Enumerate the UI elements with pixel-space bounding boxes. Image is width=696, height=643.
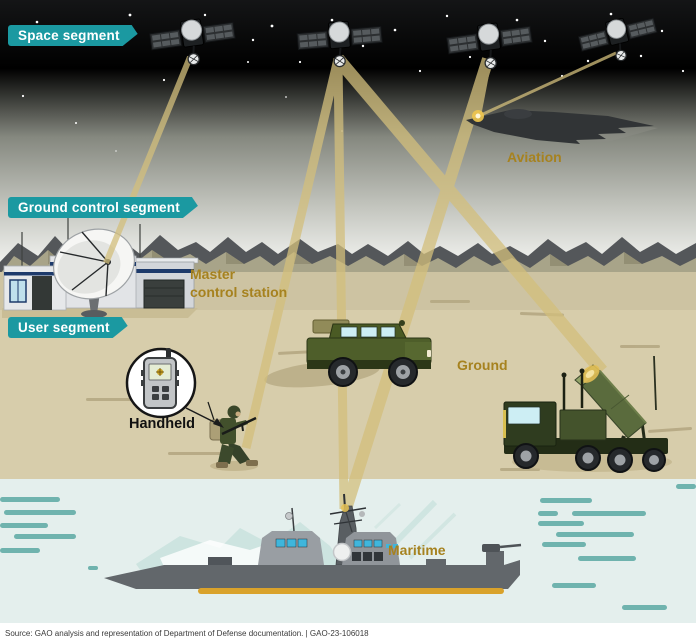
source-text: Source: GAO analysis and representation …	[5, 629, 369, 638]
soldier-icon	[207, 401, 258, 471]
banner-user-segment-label: User segment	[18, 320, 110, 335]
signal-glints	[341, 110, 484, 512]
satellite-icon	[296, 20, 383, 68]
water-dashes	[0, 484, 696, 610]
satellite-icon	[577, 17, 658, 62]
signal-beam	[480, 51, 617, 117]
satellite-dish-station-icon	[2, 212, 199, 318]
armored-vehicle-icon	[306, 319, 432, 387]
label-ground: Ground	[457, 357, 508, 373]
missile-launcher-truck-icon	[503, 355, 668, 473]
stealth-bomber-icon	[466, 109, 658, 144]
banner-ground-control-segment-label: Ground control segment	[18, 200, 180, 215]
source-bar: Source: GAO analysis and representation …	[0, 623, 696, 643]
signal-beam	[340, 57, 494, 511]
signal-beam	[241, 57, 343, 450]
handheld-gps-icon	[141, 348, 179, 409]
banner-space-segment: Space segment	[8, 25, 138, 46]
signal-beam	[333, 54, 607, 376]
gps-signal-beams	[103, 51, 617, 511]
satellite-icon	[446, 22, 533, 70]
signal-beam	[103, 55, 193, 265]
label-maritime: Maritime	[388, 542, 446, 558]
label-handheld: Handheld	[128, 416, 196, 432]
satellite-icon	[149, 18, 236, 66]
banner-user-segment: User segment	[8, 317, 128, 338]
signal-beam	[333, 58, 349, 510]
destroyer-ship-icon	[104, 493, 522, 594]
label-master-control-station: Master control station	[190, 266, 288, 300]
label-aviation: Aviation	[507, 149, 562, 165]
handheld-callout	[125, 347, 224, 428]
banner-space-segment-label: Space segment	[18, 28, 120, 43]
banner-ground-control-segment: Ground control segment	[8, 197, 198, 218]
